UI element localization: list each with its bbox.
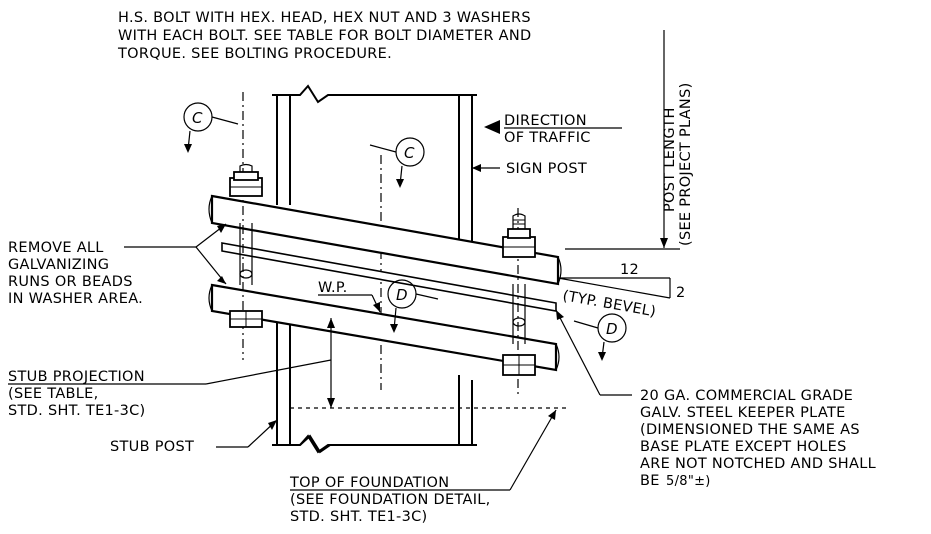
left-bolt: [229, 92, 263, 360]
svg-text:20 GA. COMMERCIAL GRADE: 20 GA. COMMERCIAL GRADE: [640, 388, 853, 404]
bolt-note-line-2: WITH EACH BOLT. SEE TABLE FOR BOLT DIAME…: [118, 28, 531, 44]
svg-text:BASE PLATE EXCEPT HOLES: BASE PLATE EXCEPT HOLES: [640, 439, 847, 455]
svg-text:GALV. STEEL KEEPER PLATE: GALV. STEEL KEEPER PLATE: [640, 405, 846, 421]
svg-text:D: D: [396, 286, 408, 304]
svg-text:RUNS OR BEADS: RUNS OR BEADS: [8, 274, 133, 290]
right-bolt: [502, 208, 536, 395]
section-mark-c-left: C: [183, 102, 239, 153]
direction-label-1: DIRECTION: [504, 113, 587, 129]
section-mark-c-mid: C: [369, 137, 425, 188]
bolt-note-line-1: H.S. BOLT WITH HEX. HEAD, HEX NUT AND 3 …: [118, 10, 531, 26]
sign-post: [272, 84, 477, 265]
fraction-five-eighths: 5/8"±): [666, 474, 711, 489]
post-length-dimension: POST LENGTH (SEE PROJECT PLANS): [565, 30, 694, 250]
svg-text:REMOVE ALL: REMOVE ALL: [8, 240, 104, 256]
post-length-label-1: POST LENGTH: [662, 107, 678, 212]
stub-projection-dimension: STUB PROJECTION (SEE TABLE, STD. SHT. TE…: [8, 318, 570, 419]
svg-text:(SEE TABLE,: (SEE TABLE,: [8, 386, 99, 402]
typical-bevel: 12 2 (TYP. BEVEL): [557, 262, 686, 320]
svg-text:STD. SHT. TE1-3C): STD. SHT. TE1-3C): [290, 509, 428, 525]
keeper-plate-note: 20 GA. COMMERCIAL GRADE GALV. STEEL KEEP…: [555, 309, 876, 489]
svg-text:D: D: [606, 320, 618, 338]
section-mark-d-mid: D: [387, 279, 439, 333]
section-mark-d-right: D: [573, 313, 627, 361]
svg-text:ARE NOT NOTCHED AND SHALL: ARE NOT NOTCHED AND SHALL: [640, 456, 876, 472]
svg-text:C: C: [404, 144, 415, 162]
svg-text:IN WASHER AREA.: IN WASHER AREA.: [8, 291, 143, 307]
stub-post-label: STUB POST: [110, 419, 278, 455]
svg-text:(SEE FOUNDATION DETAIL,: (SEE FOUNDATION DETAIL,: [290, 492, 491, 508]
direction-label-2: OF TRAFFIC: [504, 130, 591, 146]
svg-text:(DIMENSIONED THE SAME AS: (DIMENSIONED THE SAME AS: [640, 422, 860, 438]
bolt-note-line-3: TORQUE. SEE BOLTING PROCEDURE.: [117, 46, 392, 62]
svg-text:W.P.: W.P.: [318, 280, 348, 296]
svg-text:GALVANIZING: GALVANIZING: [8, 257, 109, 273]
svg-text:STUB PROJECTION: STUB PROJECTION: [8, 369, 145, 385]
bolt-note: H.S. BOLT WITH HEX. HEAD, HEX NUT AND 3 …: [117, 10, 531, 62]
stub-post: [272, 305, 477, 454]
svg-text:SIGN POST: SIGN POST: [506, 161, 587, 177]
svg-text:STUB POST: STUB POST: [110, 439, 194, 455]
svg-text:BE: BE: [640, 473, 660, 489]
sign-post-label: SIGN POST: [472, 161, 587, 177]
bevel-run: 12: [620, 262, 639, 278]
direction-of-traffic: DIRECTION OF TRAFFIC: [484, 113, 622, 146]
top-of-foundation-note: TOP OF FOUNDATION (SEE FOUNDATION DETAIL…: [289, 409, 557, 525]
svg-text:STD. SHT. TE1-3C): STD. SHT. TE1-3C): [8, 403, 146, 419]
remove-galvanizing-note: REMOVE ALL GALVANIZING RUNS OR BEADS IN …: [8, 223, 227, 307]
svg-text:TOP OF FOUNDATION: TOP OF FOUNDATION: [289, 475, 449, 491]
work-point: W.P.: [318, 280, 381, 313]
svg-text:C: C: [192, 109, 203, 127]
bevel-rise: 2: [676, 285, 686, 301]
post-length-label-2: (SEE PROJECT PLANS): [678, 82, 694, 246]
